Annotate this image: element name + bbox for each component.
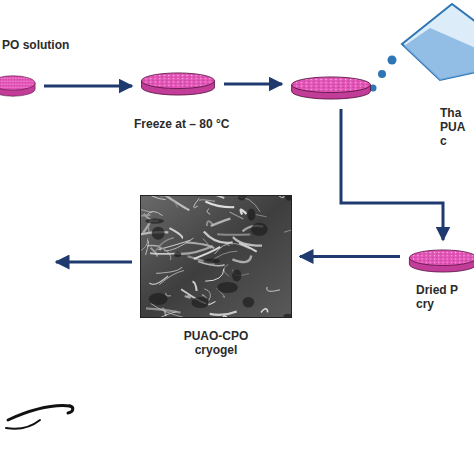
- dish-node: PO solution: [0, 74, 36, 98]
- flow-arrow: [56, 261, 132, 264]
- partial-illustration: [6, 406, 73, 429]
- step-label: PUAO-CPO cryogel: [176, 329, 256, 357]
- dish-shape: [290, 75, 372, 101]
- dish-node: Tha PUA c: [290, 75, 372, 101]
- step-label: PO solution: [2, 38, 92, 52]
- step-label: Dried P cry: [416, 283, 471, 311]
- step-label: Freeze at – 80 °C: [134, 117, 264, 131]
- beaker-illustration: [370, 4, 474, 92]
- flow-arrow: [300, 255, 400, 258]
- dish-node: Dried P cry: [408, 248, 474, 274]
- dish-shape: [0, 74, 36, 98]
- flow-arrow: [224, 83, 282, 86]
- dish-shape: [408, 248, 474, 274]
- image-node: PUAO-CPO cryogel: [140, 195, 292, 318]
- step-label: Tha PUA c: [440, 106, 472, 148]
- flow-arrow: [44, 85, 132, 88]
- sem-image: [140, 195, 292, 318]
- flow-arrow: [341, 109, 443, 240]
- dish-shape: [140, 71, 216, 97]
- dish-node: Freeze at – 80 °C: [140, 71, 216, 97]
